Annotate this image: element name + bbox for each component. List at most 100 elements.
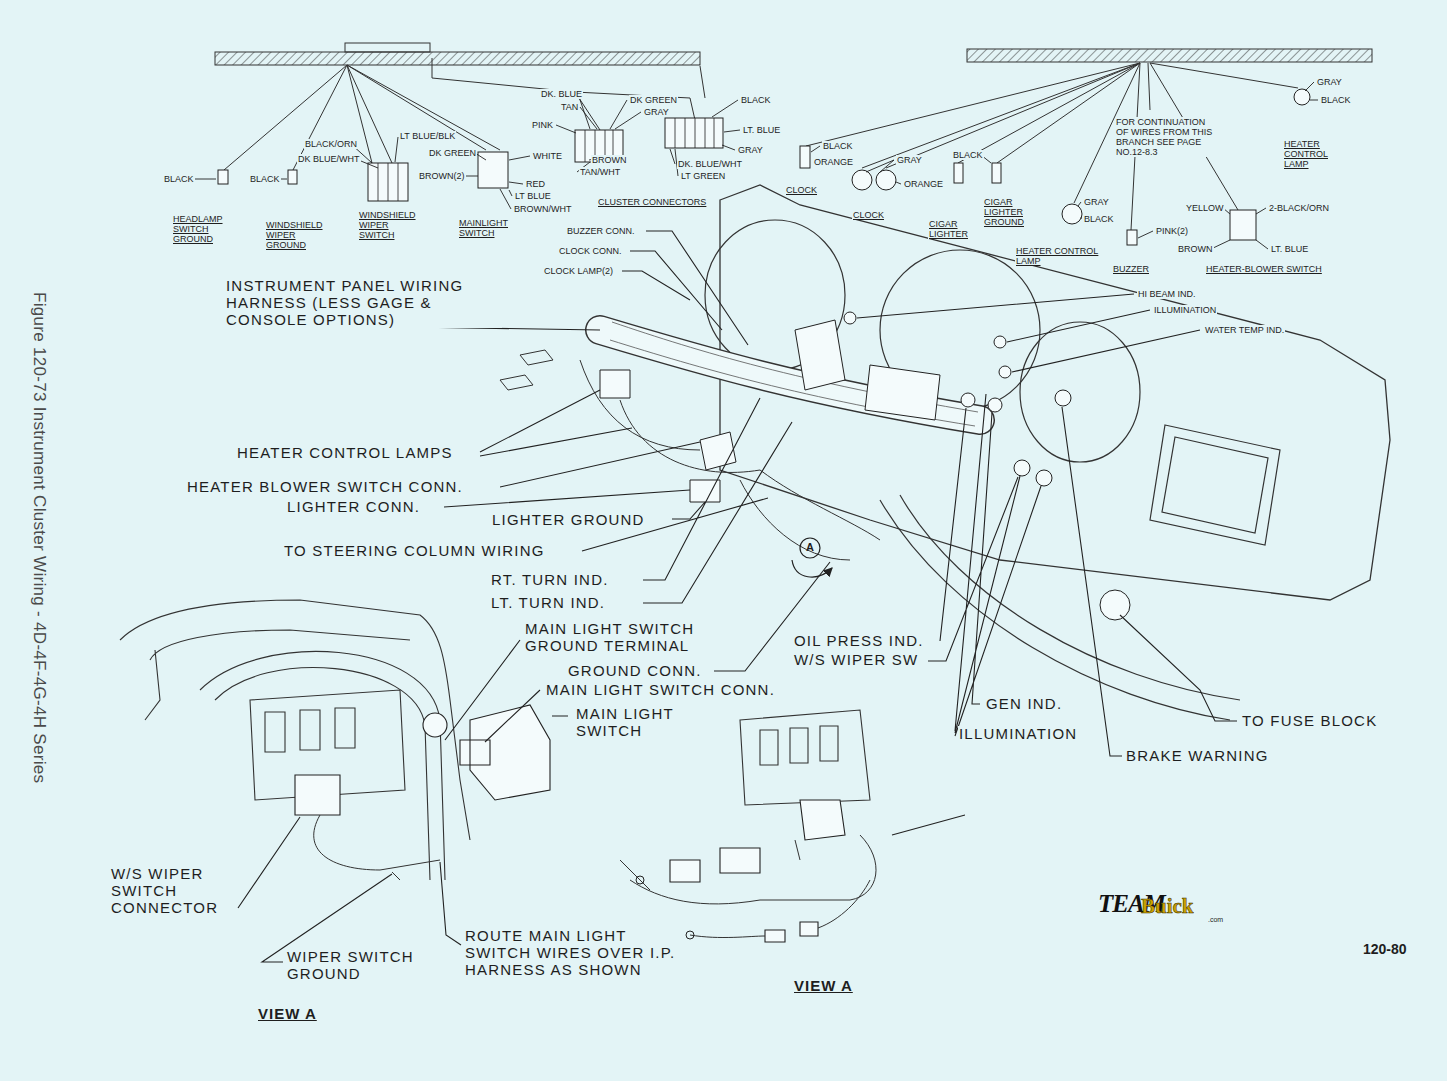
lamp-socket — [1014, 460, 1030, 476]
callout-label: ROUTE MAIN LIGHT SWITCH WIRES OVER I.P. … — [464, 928, 684, 978]
wire-color: CLOCK CONN. — [558, 246, 623, 256]
wire-color: DK GREEN — [629, 95, 678, 105]
harness-bundle — [967, 49, 1372, 62]
wire-color: BLACK — [822, 141, 854, 151]
callout-label: OIL PRESS IND. — [793, 633, 925, 650]
view-title: VIEW A — [793, 978, 854, 995]
callout-label: HEATER BLOWER SWITCH CONN. — [186, 479, 464, 496]
wire-color: BLACK — [740, 95, 772, 105]
leader-line — [194, 82, 1318, 249]
wire-color: YELLOW — [1185, 203, 1225, 213]
display-window — [1150, 425, 1280, 545]
wire-color: BROWN(2) — [418, 171, 466, 181]
callout-label: LT. TURN IND. — [490, 595, 606, 612]
wire-color: HEATER-BLOWER SWITCH — [1205, 264, 1323, 274]
wire-color: HI BEAM IND. — [1137, 289, 1197, 299]
wire-color: LT BLUE — [514, 191, 552, 201]
wire-color: GRAY — [896, 155, 923, 165]
wire-color: CLUSTER CONNECTORS — [597, 197, 707, 207]
wire-color: LT GREEN — [680, 171, 726, 181]
wire-color: GRAY — [643, 107, 670, 117]
wire-color: LT. BLUE — [1270, 244, 1309, 254]
wire-color: DK. BLUE/WHT — [677, 159, 743, 169]
wire-color: LT BLUE/BLK — [399, 131, 456, 141]
wire — [224, 58, 1298, 230]
wire-color: DK. BLUE — [540, 89, 583, 99]
gauge — [1020, 322, 1140, 462]
view-arrow — [792, 560, 832, 577]
wire-color: DK GREEN — [428, 148, 477, 158]
callout-label: LIGHTER CONN. — [286, 499, 421, 516]
callout-label: MAIN LIGHT SWITCH GROUND TERMINAL — [524, 621, 736, 655]
wire-color: PINK — [531, 120, 554, 130]
wire-color: 2-BLACK/ORN — [1268, 203, 1330, 213]
terminal — [992, 163, 1001, 183]
wire-color: WATER TEMP IND. — [1204, 325, 1285, 335]
callout-label: MAIN LIGHT SWITCH CONN. — [545, 682, 776, 699]
lamp-socket — [994, 336, 1006, 348]
wire-color: TAN — [560, 102, 579, 112]
switch-housing — [740, 710, 870, 805]
lamp-socket — [988, 398, 1002, 412]
callout-label: GEN IND. — [985, 696, 1063, 713]
callout-label: W/S WIPER SWITCH CONNECTOR — [110, 866, 237, 916]
wire-color: WINDSHIELD WIPER SWITCH — [358, 210, 422, 240]
dash-panel — [120, 600, 470, 840]
main-light-switch — [460, 705, 550, 800]
wire — [610, 322, 978, 426]
steering-column — [880, 495, 1240, 720]
wire — [314, 815, 440, 880]
wire-color: BUZZER — [1112, 264, 1150, 274]
callout-label: ILLUMINATION — [958, 726, 1078, 743]
view-title: VIEW A — [257, 1006, 318, 1023]
callout-label: GROUND CONN. — [567, 663, 703, 680]
wire-color: BUZZER CONN. — [566, 226, 636, 236]
wire-color: ILLUMINATION — [1153, 305, 1217, 315]
wire-color: BLACK — [952, 150, 984, 160]
callout-label: RT. TURN IND. — [490, 572, 610, 589]
terminal — [218, 170, 228, 184]
wire-color: HEATER CONTROL LAMP — [1015, 246, 1105, 266]
connector-cavity — [378, 118, 714, 201]
lamp-socket — [1036, 470, 1052, 486]
wire-color: BLACK — [1083, 214, 1115, 224]
connector — [700, 432, 736, 470]
callout-label: TO FUSE BLOCK — [1241, 713, 1378, 730]
ring-terminal — [686, 931, 694, 939]
lamp-socket — [1062, 204, 1082, 224]
switch-knob — [423, 713, 447, 737]
connector — [865, 365, 940, 420]
wire-color: BLACK — [249, 174, 281, 184]
wire-color: GRAY — [737, 145, 764, 155]
wire-color: WHITE — [532, 151, 563, 161]
connector — [1230, 210, 1256, 240]
wire-color: BLACK — [1320, 95, 1352, 105]
logo-text: .com — [1207, 916, 1224, 924]
wire-color: DK BLUE/WHT — [297, 154, 361, 164]
wire-color: BROWN — [1177, 244, 1214, 254]
lamp-socket — [961, 393, 975, 407]
callout-label: LIGHTER GROUND — [491, 512, 646, 529]
callout-label: WIPER SWITCH GROUND — [286, 949, 438, 983]
logo-text: Buick — [1140, 895, 1195, 919]
terminal — [954, 163, 963, 183]
ring-terminal — [636, 876, 644, 884]
callout-label: INSTRUMENT PANEL WIRING HARNESS (LESS GA… — [225, 278, 502, 328]
lamp-socket — [1055, 390, 1071, 406]
page-number: 120-80 — [1362, 942, 1408, 958]
callout-label: W/S WIPER SW — [793, 652, 919, 669]
wiper-connector — [295, 775, 340, 815]
lamp-socket — [999, 366, 1011, 378]
callout-label: TO STEERING COLUMN WIRING — [283, 543, 546, 560]
wire-color: RED — [525, 179, 546, 189]
wire-color: CIGAR LIGHTER GROUND — [983, 197, 1029, 227]
wire-color: CLOCK — [785, 185, 818, 195]
wire-color: CIGAR LIGHTER — [928, 219, 974, 239]
wire-color: ORANGE — [903, 179, 944, 189]
wire-color: TAN/WHT — [579, 167, 621, 177]
wire-color: GRAY — [1083, 197, 1110, 207]
wire-color: BLACK/ORN — [304, 139, 358, 149]
callout-label: HEATER CONTROL LAMPS — [236, 445, 454, 462]
figure-caption: Figure 120-73 Instrument Cluster Wiring … — [29, 292, 48, 783]
harness-tube — [600, 330, 980, 420]
